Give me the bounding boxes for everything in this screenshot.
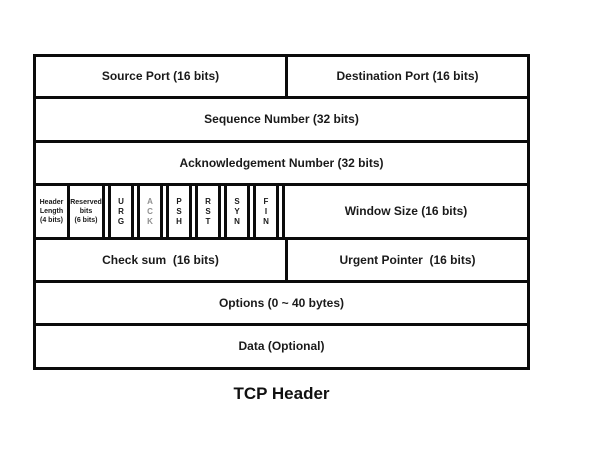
- row-acknowledgement-number: Acknowledgement Number (32 bits): [33, 140, 530, 186]
- field-window-size: Window Size (16 bits): [282, 183, 530, 240]
- row-flags: Header Length (4 bits) Reserved bits (6 …: [33, 183, 530, 240]
- row-checksum-urgent: Check sum (16 bits) Urgent Pointer (16 b…: [33, 237, 530, 283]
- row-ports: Source Port (16 bits) Destination Port (…: [33, 54, 530, 99]
- row-data: Data (Optional): [33, 323, 530, 370]
- flag-syn: S Y N: [224, 183, 250, 240]
- field-sequence-number: Sequence Number (32 bits): [33, 96, 530, 143]
- field-acknowledgement-number: Acknowledgement Number (32 bits): [33, 140, 530, 186]
- field-header-length: Header Length (4 bits): [33, 183, 70, 240]
- tcp-header-diagram: Source Port (16 bits) Destination Port (…: [33, 54, 530, 370]
- field-checksum: Check sum (16 bits): [33, 237, 288, 283]
- row-options: Options (0 ~ 40 bytes): [33, 280, 530, 326]
- field-options: Options (0 ~ 40 bytes): [33, 280, 530, 326]
- flag-psh: P S H: [166, 183, 192, 240]
- diagram-caption: TCP Header: [233, 384, 330, 403]
- flag-rst: R S T: [195, 183, 221, 240]
- flag-fin: F I N: [253, 183, 279, 240]
- field-urgent-pointer: Urgent Pointer (16 bits): [285, 237, 530, 283]
- field-destination-port: Destination Port (16 bits): [285, 54, 530, 99]
- row-sequence-number: Sequence Number (32 bits): [33, 96, 530, 143]
- field-data: Data (Optional): [33, 323, 530, 370]
- field-reserved-bits: Reserved bits (6 bits): [67, 183, 105, 240]
- flag-ack: A C K: [137, 183, 163, 240]
- flag-urg: U R G: [108, 183, 134, 240]
- field-source-port: Source Port (16 bits): [33, 54, 288, 99]
